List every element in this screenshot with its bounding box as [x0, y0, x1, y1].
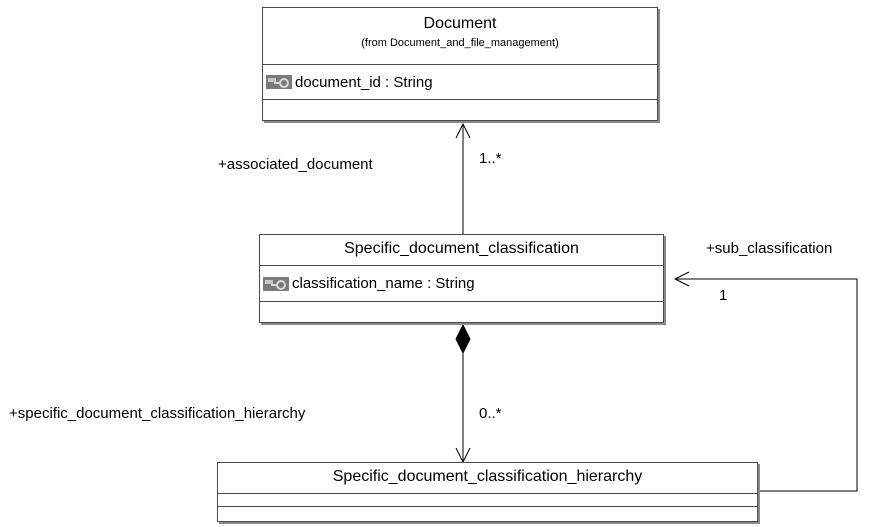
- multiplicity-associated-document: 1..*: [479, 150, 502, 167]
- open-arrowhead-document: [455, 122, 471, 139]
- hierarchy-attribute-compartment: [218, 494, 757, 507]
- hierarchy-operation-compartment: [218, 507, 757, 521]
- class-name: Specific_document_classification_hierarc…: [332, 468, 643, 485]
- attribute-key-icon: [263, 275, 291, 293]
- document-name-compartment: Document (from Document_and_file_managem…: [263, 8, 657, 65]
- role-associated-document: +associated_document: [218, 156, 373, 173]
- classification-name-compartment: Specific_document_classification: [260, 235, 663, 266]
- class-specific-document-classification-hierarchy[interactable]: Specific_document_classification_hierarc…: [217, 462, 758, 522]
- composition-diamond: [455, 323, 471, 355]
- multiplicity-hierarchy: 0..*: [479, 405, 502, 422]
- classification-operation-compartment: [260, 302, 663, 322]
- document-operation-compartment: [263, 100, 657, 120]
- role-sub-classification: +sub_classification: [706, 240, 833, 257]
- class-specific-document-classification[interactable]: Specific_document_classification classif…: [259, 234, 664, 323]
- document-attribute-compartment: document_id : String: [263, 65, 657, 100]
- open-arrowhead-sub-classification: [673, 271, 690, 287]
- attribute-document-id: document_id : String: [295, 73, 433, 91]
- class-origin: (from Document_and_file_management): [361, 37, 559, 49]
- hierarchy-name-compartment: Specific_document_classification_hierarc…: [218, 463, 757, 494]
- classification-attribute-compartment: classification_name : String: [260, 266, 663, 302]
- class-name: Document: [423, 15, 497, 32]
- association-line-sub-classification: [675, 278, 858, 492]
- attribute-key-icon: [266, 73, 294, 91]
- attribute-classification-name: classification_name : String: [292, 275, 475, 292]
- multiplicity-sub-classification: 1: [719, 287, 728, 304]
- class-document[interactable]: Document (from Document_and_file_managem…: [262, 7, 658, 121]
- class-name: Specific_document_classification: [344, 240, 579, 257]
- role-specific-document-classification-hierarchy: +specific_document_classification_hierar…: [9, 405, 306, 422]
